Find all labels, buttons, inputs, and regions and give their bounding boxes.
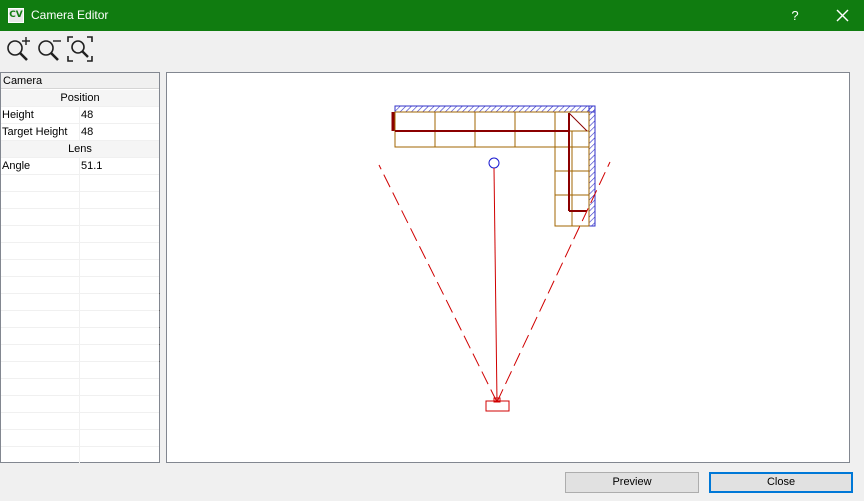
zoom-extents-button[interactable] — [66, 35, 94, 63]
help-button[interactable]: ? — [791, 8, 799, 23]
toolbar — [0, 31, 864, 69]
property-value-height[interactable]: 48 — [81, 109, 94, 121]
grid-divider — [79, 413, 80, 430]
empty-row — [1, 277, 159, 294]
zoom-out-button[interactable] — [35, 35, 63, 63]
empty-row — [1, 243, 159, 260]
grid-divider — [79, 345, 80, 362]
grid-divider — [79, 209, 80, 226]
zoom-out-icon — [38, 40, 61, 61]
grid-divider — [79, 192, 80, 209]
grid-divider — [79, 158, 80, 175]
grid-divider — [79, 396, 80, 413]
grid-divider — [79, 447, 80, 464]
property-row-target-height[interactable]: Target Height 48 — [1, 124, 159, 141]
panel-title: Camera — [1, 73, 159, 89]
close-icon — [836, 9, 848, 22]
camera-properties-panel: Camera Position Height 48 Target Height … — [0, 72, 161, 464]
grid-divider — [79, 311, 80, 328]
plan-viewport[interactable] — [166, 72, 850, 463]
empty-row — [1, 328, 159, 345]
grid-divider — [79, 328, 80, 345]
empty-row — [1, 413, 159, 430]
grid-divider — [79, 430, 80, 447]
property-label: Target Height — [2, 126, 68, 138]
category-lens[interactable]: Lens — [1, 141, 159, 158]
counter-edge — [391, 112, 588, 212]
property-row-angle[interactable]: Angle 51.1 — [1, 158, 159, 175]
property-value-target-height[interactable]: 48 — [81, 126, 94, 138]
grid-divider — [79, 294, 80, 311]
camera-view-cone — [378, 161, 611, 403]
empty-row — [1, 294, 159, 311]
empty-row — [1, 209, 159, 226]
resize-grip[interactable] — [159, 293, 161, 373]
empty-row — [1, 362, 159, 379]
empty-row — [1, 430, 159, 447]
empty-row — [1, 175, 159, 192]
empty-row — [1, 311, 159, 328]
property-value-angle[interactable]: 51.1 — [81, 160, 103, 172]
grid-divider — [79, 175, 80, 192]
grid-divider — [79, 260, 80, 277]
zoom-in-button[interactable] — [4, 35, 32, 63]
property-label: Angle — [2, 160, 31, 172]
grid-divider — [79, 107, 80, 124]
property-row-height[interactable]: Height 48 — [1, 107, 159, 124]
empty-row — [1, 396, 159, 413]
zoom-extents-icon — [67, 36, 93, 62]
grid-divider — [79, 243, 80, 260]
close-window-button[interactable] — [822, 0, 862, 31]
window-title: Camera Editor — [31, 8, 109, 22]
camera-body[interactable] — [485, 397, 510, 412]
empty-row — [1, 379, 159, 396]
preview-button[interactable]: Preview — [565, 472, 699, 493]
grid-divider — [79, 379, 80, 396]
camera-target[interactable] — [488, 157, 500, 169]
grid-divider — [79, 362, 80, 379]
empty-row — [1, 260, 159, 277]
title-bar: CV Camera Editor ? — [0, 0, 864, 31]
empty-row — [1, 345, 159, 362]
close-button[interactable]: Close — [709, 472, 853, 493]
grid-divider — [79, 277, 80, 294]
empty-row — [1, 447, 159, 464]
category-position[interactable]: Position — [1, 90, 159, 107]
grid-divider — [79, 226, 80, 243]
property-label: Height — [2, 109, 34, 121]
counter-run — [394, 111, 590, 227]
plan-drawing[interactable] — [167, 73, 849, 462]
empty-row — [1, 226, 159, 243]
grid-divider — [79, 124, 80, 141]
app-icon: CV — [8, 8, 24, 23]
empty-row — [1, 192, 159, 209]
zoom-in-icon — [7, 37, 30, 61]
